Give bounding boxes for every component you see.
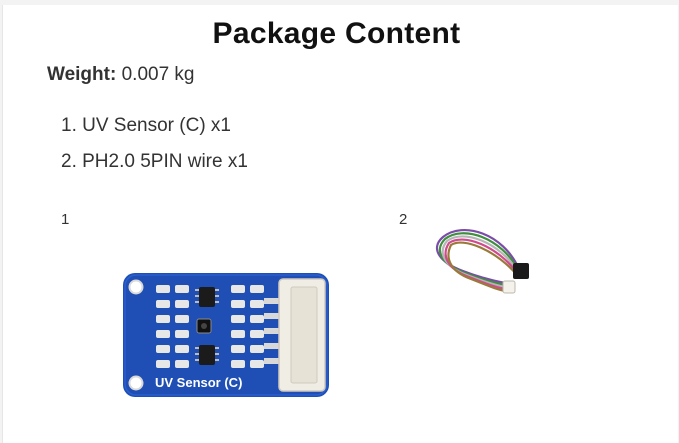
board-label: UV Sensor (C) xyxy=(155,375,242,390)
figure-number-2: 2 xyxy=(399,211,408,228)
list-item: 2. PH2.0 5PIN wire x1 xyxy=(61,151,248,172)
weight-value: 0.007 kg xyxy=(121,64,195,85)
connector-pins xyxy=(264,298,284,364)
wire-connector-black xyxy=(513,263,529,279)
figure-number-1: 1 xyxy=(61,211,70,228)
weight-line: Weight: 0.007 kg xyxy=(47,64,195,86)
mounting-hole xyxy=(128,279,144,295)
wire-connector-white xyxy=(502,280,516,294)
mounting-hole xyxy=(128,375,144,391)
wire-strands xyxy=(436,228,521,293)
ph20-wire-image xyxy=(436,228,529,294)
page-title: Package Content xyxy=(212,17,461,50)
list-item: 1. UV Sensor (C) x1 xyxy=(61,115,231,136)
package-list: 1. UV Sensor (C) x1 2. PH2.0 5PIN wire x… xyxy=(61,113,248,185)
content-panel: Package Content Weight: 0.007 kg 1. UV S… xyxy=(2,5,678,443)
board-chips xyxy=(195,287,219,365)
uv-sensor-board-image: UV Sensor (C) xyxy=(123,273,329,397)
board-pads xyxy=(156,285,264,368)
weight-label: Weight: xyxy=(47,64,117,85)
